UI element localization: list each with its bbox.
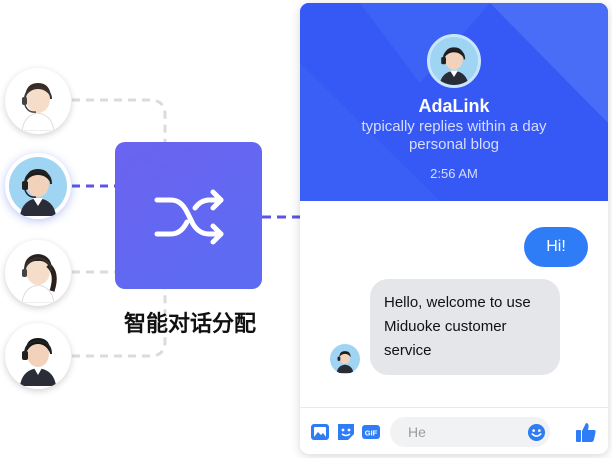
shuffle-icon: [154, 189, 223, 244]
header-time: 2:56 AM: [430, 166, 478, 181]
incoming-message: Hello, welcome to use Miduoke customer s…: [370, 279, 560, 375]
agent-avatar-icon: [20, 338, 56, 386]
reply-status: typically replies within a day: [361, 118, 547, 135]
chat-widget: AdaLink typically replies within a day p…: [300, 3, 608, 454]
image-icon: [311, 424, 329, 440]
image-button[interactable]: [310, 422, 330, 442]
router-label: 智能对话分配: [123, 311, 256, 336]
agent-avatar-icon: [9, 157, 67, 216]
agent-avatar-2[interactable]: [5, 153, 71, 219]
agent-avatar: [427, 34, 481, 88]
dialog-router: [115, 142, 262, 289]
chat-header: AdaLink typically replies within a day p…: [300, 3, 608, 201]
sticker-icon: [338, 424, 354, 440]
like-button[interactable]: [575, 421, 597, 443]
gif-icon: GIF: [362, 425, 380, 439]
agent-avatar-3[interactable]: [5, 240, 71, 306]
emoji-button[interactable]: [527, 423, 546, 442]
message-composer: GIF: [300, 407, 608, 454]
header-subtitle: personal blog: [408, 136, 500, 153]
agent-avatar-icon: [21, 254, 57, 303]
message-input[interactable]: [390, 417, 550, 447]
sticker-button[interactable]: [336, 422, 356, 442]
agent-avatar-4[interactable]: [5, 323, 71, 389]
agent-avatar-icon: [21, 83, 55, 131]
agent-avatar-icon: [439, 47, 469, 85]
outgoing-message: Hi!: [524, 227, 588, 267]
svg-text:GIF: GIF: [365, 429, 378, 438]
agent-avatar-1[interactable]: [5, 68, 71, 134]
gif-button[interactable]: GIF: [361, 422, 381, 442]
agent-name: AdaLink: [418, 96, 490, 116]
header-background: [300, 3, 608, 201]
message-agent-avatar: [330, 344, 360, 374]
thumbs-up-icon: [576, 423, 596, 442]
agent-avatar-icon: [336, 351, 354, 373]
smiley-icon: [527, 423, 546, 442]
